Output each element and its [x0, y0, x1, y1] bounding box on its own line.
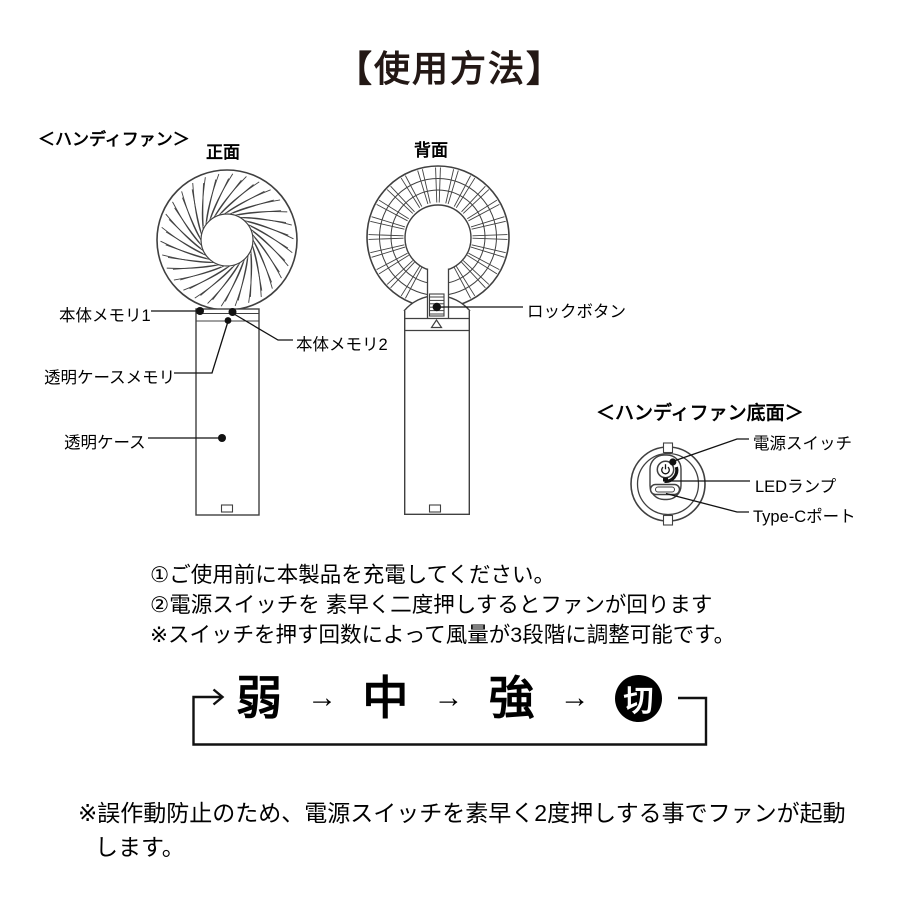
bottom-view-callout-lines: [665, 438, 750, 513]
flow-level-high: 強: [488, 672, 535, 724]
page-title: 【使用方法】: [335, 48, 564, 89]
label-type-c-port: Type-Cポート: [753, 508, 856, 526]
flow-loop-line: [192, 688, 708, 746]
fan-speed-flow: 弱 → 中 → 強 → 切: [236, 669, 662, 727]
label-body-memory-2: 本体メモリ2: [296, 336, 388, 354]
flow-level-low: 弱: [236, 672, 282, 724]
footer-note-line2: します。: [95, 834, 185, 860]
front-fan-drawing: [156, 169, 298, 311]
bottom-view-section-label: ＜ハンディファン底面＞: [596, 403, 804, 424]
instruction-note: ※スイッチを押す回数によって風量が3段階に調整可能です。: [150, 623, 736, 647]
front-handle-drawing: [195, 308, 260, 516]
back-handle-drawing: [403, 262, 471, 515]
label-clear-case: 透明ケース: [64, 434, 146, 452]
flow-off-badge: 切: [614, 674, 662, 722]
footer-note-line1: ※誤作動防止のため、電源スイッチを素早く2度押しする事でファンが起動: [78, 800, 846, 826]
front-view-label: 正面: [206, 143, 240, 162]
instruction-step-1: ①ご使用前に本製品を充電してください。: [150, 563, 555, 587]
handy-fan-section-label: ＜ハンディファン＞: [38, 130, 190, 149]
label-power-switch: 電源スイッチ: [753, 435, 852, 453]
label-body-memory-1: 本体メモリ1: [59, 307, 151, 325]
front-callout-lines: [148, 307, 293, 442]
instruction-step-2: ②電源スイッチを 素早く二度押しするとファンが回ります: [150, 593, 713, 617]
back-view-label: 背面: [414, 141, 448, 160]
flow-off-label: 切: [623, 685, 654, 718]
bottom-view-drawing: [630, 442, 706, 526]
label-lock-button: ロックボタン: [527, 303, 626, 321]
flow-arrow-icon: →: [307, 681, 338, 714]
label-led-lamp: LEDランプ: [755, 478, 837, 496]
flow-arrow-icon: →: [559, 681, 590, 714]
footer-note: ※誤作動防止のため、電源スイッチを素早く2度押しする事でファンが起動 します。: [78, 796, 846, 864]
label-clear-case-memory: 透明ケースメモリ: [44, 369, 176, 387]
flow-arrow-icon: →: [433, 681, 464, 714]
flow-level-mid: 中: [362, 672, 409, 724]
usage-instructions: ①ご使用前に本製品を充電してください。 ②電源スイッチを 素早く二度押しするとフ…: [150, 560, 735, 650]
